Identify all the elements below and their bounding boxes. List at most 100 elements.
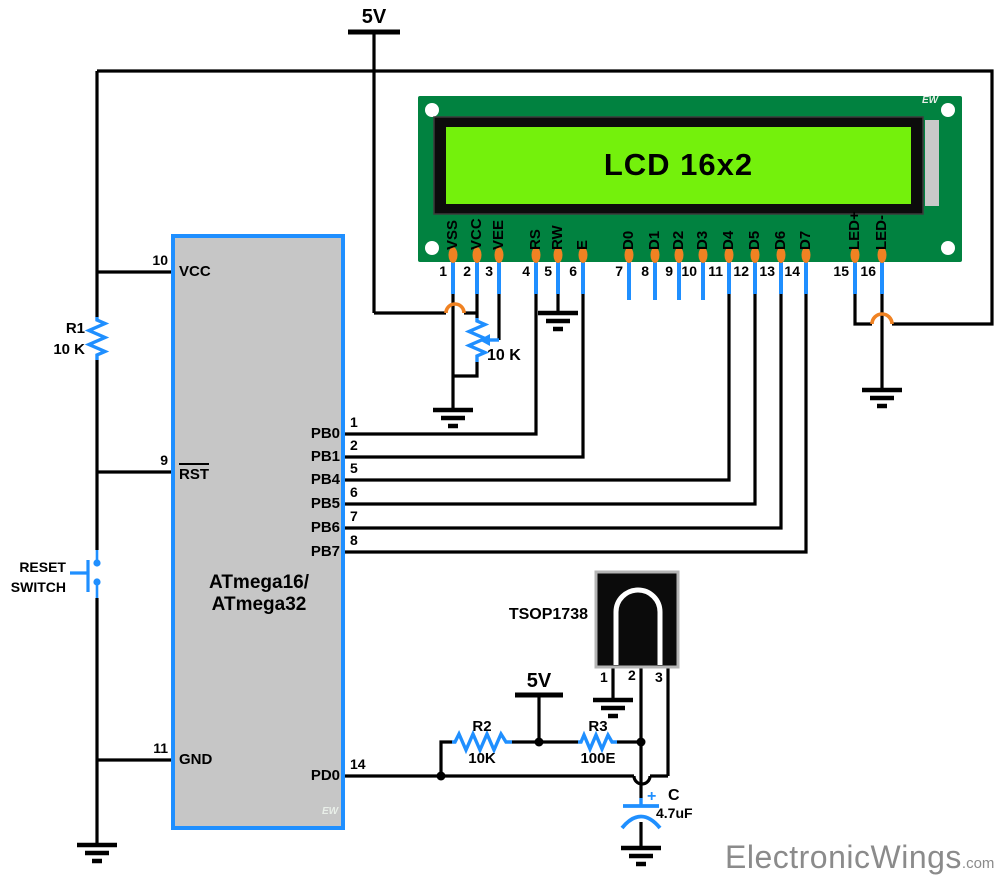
mcu-pin-number-pb5: 6 <box>350 484 358 500</box>
tsop-body <box>594 570 680 669</box>
lcd-pin-number: 2 <box>463 263 471 279</box>
mcu-pin-label-pb6: PB6 <box>310 519 340 536</box>
lcd-pin-label: D4 <box>720 230 737 250</box>
lcd-pin-label: VSS <box>444 219 461 250</box>
reset-switch-symbol <box>70 550 101 598</box>
wire-hops <box>444 302 894 325</box>
brand-watermark: ElectronicWings.com <box>725 839 994 876</box>
lcd-pin-label: D3 <box>694 230 711 250</box>
lcd-pin-number: 12 <box>733 263 749 279</box>
r1-name: R1 <box>65 320 85 337</box>
lcd-pin-label: LED+ <box>846 211 863 250</box>
mcu-pin-number-pb4: 5 <box>350 460 358 476</box>
lcd-pin-number: 15 <box>833 263 849 279</box>
wire-d7-pb7 <box>345 292 808 554</box>
lcd-pin-label: D2 <box>670 230 687 250</box>
ground-symbols <box>77 310 902 867</box>
ground-vss <box>433 407 473 429</box>
mount-hole-icon <box>941 103 955 117</box>
lcd-pin-number: 11 <box>708 263 723 279</box>
lcd-pin-number: 4 <box>522 263 530 279</box>
junction-dots <box>436 737 646 781</box>
resistor-r2 <box>452 729 512 755</box>
mcu-name: ATmega16/ ATmega32 <box>178 572 340 616</box>
lcd-pin-label: LED- <box>873 215 890 250</box>
reset-switch-label-line1: RESET <box>19 559 66 575</box>
wire-pd0 <box>345 667 670 778</box>
lcd-pin-number: 13 <box>759 263 775 279</box>
supply-top-label: 5V <box>361 6 387 28</box>
cap-polarity: + <box>647 788 657 805</box>
wires <box>95 29 994 847</box>
mcu-pin-label-vcc: VCC <box>179 263 211 280</box>
lcd-pin-label: E <box>574 239 591 250</box>
lcd-pin-number: 14 <box>784 263 800 279</box>
mcu-name-line1: ATmega16/ <box>209 572 309 593</box>
mcu-pin-number-pb1: 2 <box>350 437 358 453</box>
cap-plate-negative <box>620 814 662 830</box>
tsop-pin2-number: 2 <box>628 667 636 683</box>
lcd-pin-label: D7 <box>797 230 814 250</box>
wire-d4-pb4 <box>345 292 731 482</box>
mcu-pin-number-pb6: 7 <box>350 508 358 524</box>
mcu-body <box>171 234 345 830</box>
lcd-module <box>418 96 962 300</box>
tsop-dome-icon <box>613 587 663 665</box>
tsop-pin1-number: 1 <box>600 669 608 685</box>
brand-name: ElectronicWings <box>725 839 962 875</box>
lcd-pin-label: D0 <box>620 230 637 250</box>
supply-bottom-label: 5V <box>526 670 552 692</box>
lcd-watermark: EW <box>922 95 939 106</box>
reset-switch-label-line2: SWITCH <box>10 579 66 595</box>
wire-ledplus <box>853 292 872 326</box>
mount-hole-icon <box>425 103 439 117</box>
resistor-r1 <box>84 317 110 360</box>
r2-value: 10K <box>468 750 496 767</box>
wire-d5-pb5 <box>345 292 757 506</box>
ground-ledminus <box>862 387 902 409</box>
wire-rs-pb0 <box>345 292 538 436</box>
hop-over-ledminus <box>870 312 894 325</box>
pot-value: 10 K <box>487 347 521 364</box>
mcu-pin-label-pb7: PB7 <box>310 543 340 560</box>
mcu-pin-label-pb0: PB0 <box>310 425 340 442</box>
lcd-pin-label: D1 <box>646 230 663 250</box>
wire-pot-leads <box>453 292 479 378</box>
capacitor-c-symbol <box>620 798 662 830</box>
ground-tsop-pin1 <box>593 697 633 719</box>
mcu-pin-number-gnd: 11 <box>153 740 168 756</box>
cap-name: C <box>668 787 680 804</box>
wire-top-rail <box>97 69 994 326</box>
lcd-pin-number: 10 <box>681 263 697 279</box>
lcd-pin-number: 8 <box>641 263 649 279</box>
mcu-pin-number-vcc: 10 <box>152 252 168 268</box>
resistor-r3 <box>578 730 617 754</box>
lcd-pin-stubs <box>451 252 884 300</box>
wire-e-pb1 <box>345 292 585 459</box>
ir-receiver <box>594 570 680 669</box>
lcd-title: LCD 16x2 <box>603 147 754 182</box>
lcd-pin-label: D5 <box>746 230 763 250</box>
wire-mcu-left-pins <box>97 270 173 762</box>
lcd-pin-number: 3 <box>485 263 493 279</box>
mcu-pin-label-gnd: GND <box>179 751 213 768</box>
lcd-pin-number: 9 <box>665 263 673 279</box>
tsop-pin3-number: 3 <box>655 669 663 685</box>
mcu-pin-number-pd0: 14 <box>350 756 366 772</box>
mcu-pin-label-pb5: PB5 <box>310 495 340 512</box>
lcd-pin-number: 1 <box>439 263 447 279</box>
r3-name: R3 <box>588 718 608 735</box>
pot-wiper-arrow-icon <box>479 334 490 346</box>
ground-cap <box>621 845 661 867</box>
lcd-pin-number: 6 <box>569 263 577 279</box>
r2-name: R2 <box>472 718 492 735</box>
wire-d6-pb6 <box>345 292 783 530</box>
lcd-screen <box>446 127 911 204</box>
lcd-pin-label: VEE <box>490 219 507 250</box>
cap-value: 4.7uF <box>656 805 693 821</box>
mcu-pin-label-pb4: PB4 <box>310 471 340 488</box>
lcd-pin-pads <box>448 247 887 263</box>
lcd-pin-label: VCC <box>468 218 485 250</box>
r3-value: 100E <box>580 750 616 767</box>
